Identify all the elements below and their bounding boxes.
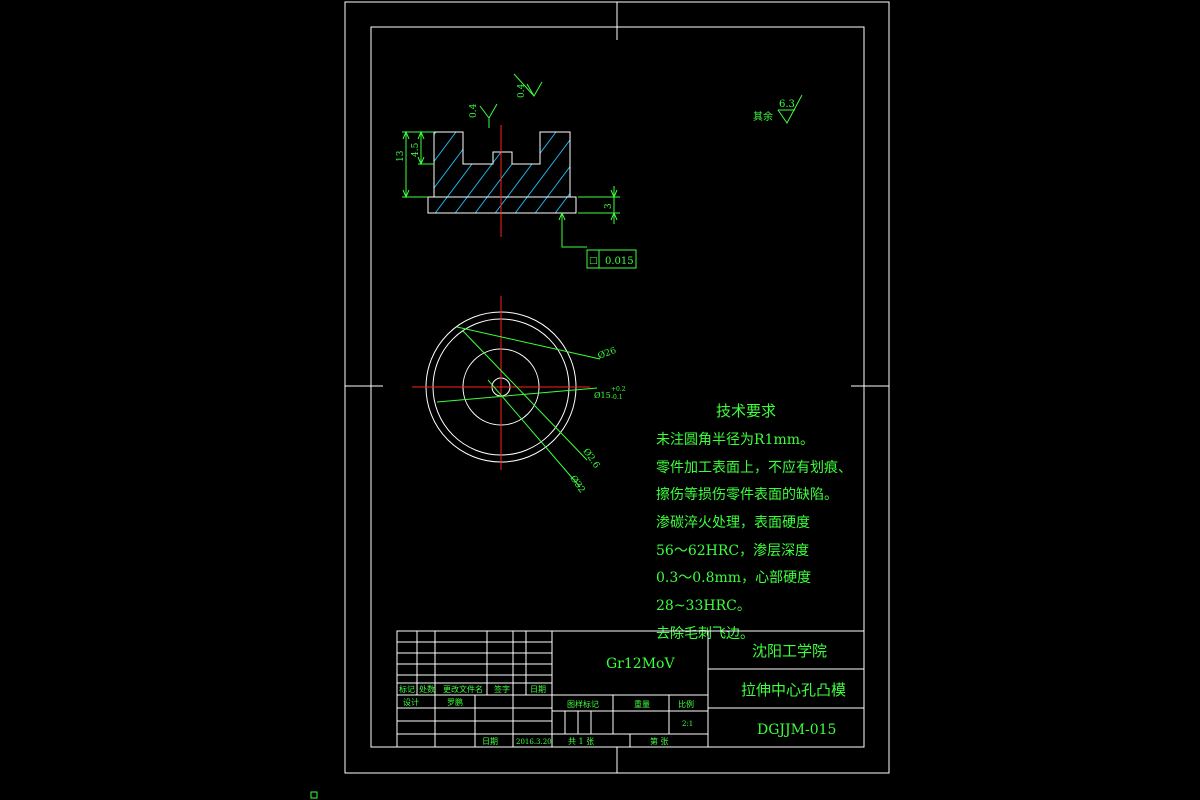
dim-2-6-text: Ø2.6	[581, 446, 603, 470]
dim-15-text: Ø15	[594, 391, 611, 400]
roughness-other-value: 6.3	[779, 99, 795, 110]
section-outline	[427, 131, 577, 214]
dim-32-text: Ø32	[568, 473, 588, 495]
title-block: 标记 处数 更改文件名 签字 日期 设计 罗鹏 日期 2016.3.20 Gr1…	[396, 630, 865, 748]
tb-drawing-no: DGJJM-015	[757, 722, 836, 738]
tech-req-line-7: 28~33HRC。	[656, 598, 751, 614]
tech-req-line-4: 渗碳淬火处理，表面硬度	[656, 515, 810, 531]
dim-15-tol-upper: +0.2	[611, 386, 626, 393]
tb-school: 沈阳工学院	[752, 642, 827, 660]
dim-height-text: 13	[396, 150, 406, 162]
tb-material: Gr12MoV	[606, 656, 675, 672]
tech-req-line-1: 未注圆角半径为R1mm。	[656, 432, 814, 448]
roughness-2-value: 0.4	[517, 83, 527, 98]
tb-scale-value: 2:1	[682, 720, 693, 728]
tech-req-line-2: 零件加工表面上，不应有划痕、	[656, 459, 852, 476]
tb-col-date: 日期	[530, 685, 546, 694]
tech-req-line-5: 56～62HRC，渗层深度	[656, 543, 809, 559]
dim-step	[417, 130, 434, 166]
dim-base-text: 3	[604, 203, 614, 209]
dim-base	[578, 186, 620, 224]
centering-marks	[345, 2, 889, 773]
geometric-tolerance	[558, 211, 637, 269]
dim-15-tol-lower: -0.1	[611, 394, 623, 401]
dim-step-text: 4.5	[411, 142, 421, 157]
dim-height	[402, 130, 434, 199]
section-view: 0.4 0.4 13 4.5	[396, 73, 637, 269]
tech-req-title: 技术要求	[716, 402, 776, 420]
tb-col-count: 处数	[419, 684, 435, 694]
tb-stage-label: 图样标记	[567, 699, 599, 709]
tb-weight-label: 重量	[634, 699, 650, 709]
origin-marker	[310, 791, 318, 799]
tb-scale-label: 比例	[678, 699, 694, 709]
tb-sheet-no: 第 张	[650, 736, 669, 746]
technical-requirements: 技术要求 未注圆角半径为R1mm。 零件加工表面上，不应有划痕、 擦伤等损伤零件…	[656, 402, 852, 642]
tb-date-label: 日期	[482, 737, 498, 746]
dim-26-text: Ø26	[596, 345, 618, 362]
tb-col-file: 更改文件名	[443, 684, 483, 694]
tech-req-line-8: 去除毛刺飞边。	[656, 626, 754, 642]
roughness-other-symbol: 其余 6.3	[753, 94, 803, 124]
tolerance-value: 0.015	[605, 256, 634, 267]
roughness-other-label: 其余	[753, 110, 773, 123]
tech-req-line-6: 0.3～0.8mm，心部硬度	[656, 570, 811, 586]
tb-part-name: 拉伸中心孔凸模	[741, 681, 846, 699]
diameter-lines	[436, 326, 601, 488]
tech-req-line-3: 擦伤等损伤零件表面的缺陷。	[656, 486, 838, 503]
roughness-symbol-right: 0.4	[513, 73, 543, 98]
top-view: Ø26 Ø15 +0.2 -0.1 Ø2.6 Ø32	[412, 296, 626, 495]
tb-col-sign: 签字	[494, 684, 510, 694]
tolerance-symbol: □	[589, 256, 598, 266]
tb-date-value: 2016.3.20	[516, 738, 552, 746]
tb-sheet-total: 共 1 张	[568, 737, 594, 746]
tb-col-mark: 标记	[399, 684, 415, 694]
tb-designer: 罗鹏	[447, 697, 463, 707]
roughness-1-value: 0.4	[469, 103, 479, 118]
roughness-symbol-top: 0.4	[469, 103, 498, 128]
section-hatching	[428, 132, 576, 213]
tb-design-label: 设计	[403, 697, 419, 707]
